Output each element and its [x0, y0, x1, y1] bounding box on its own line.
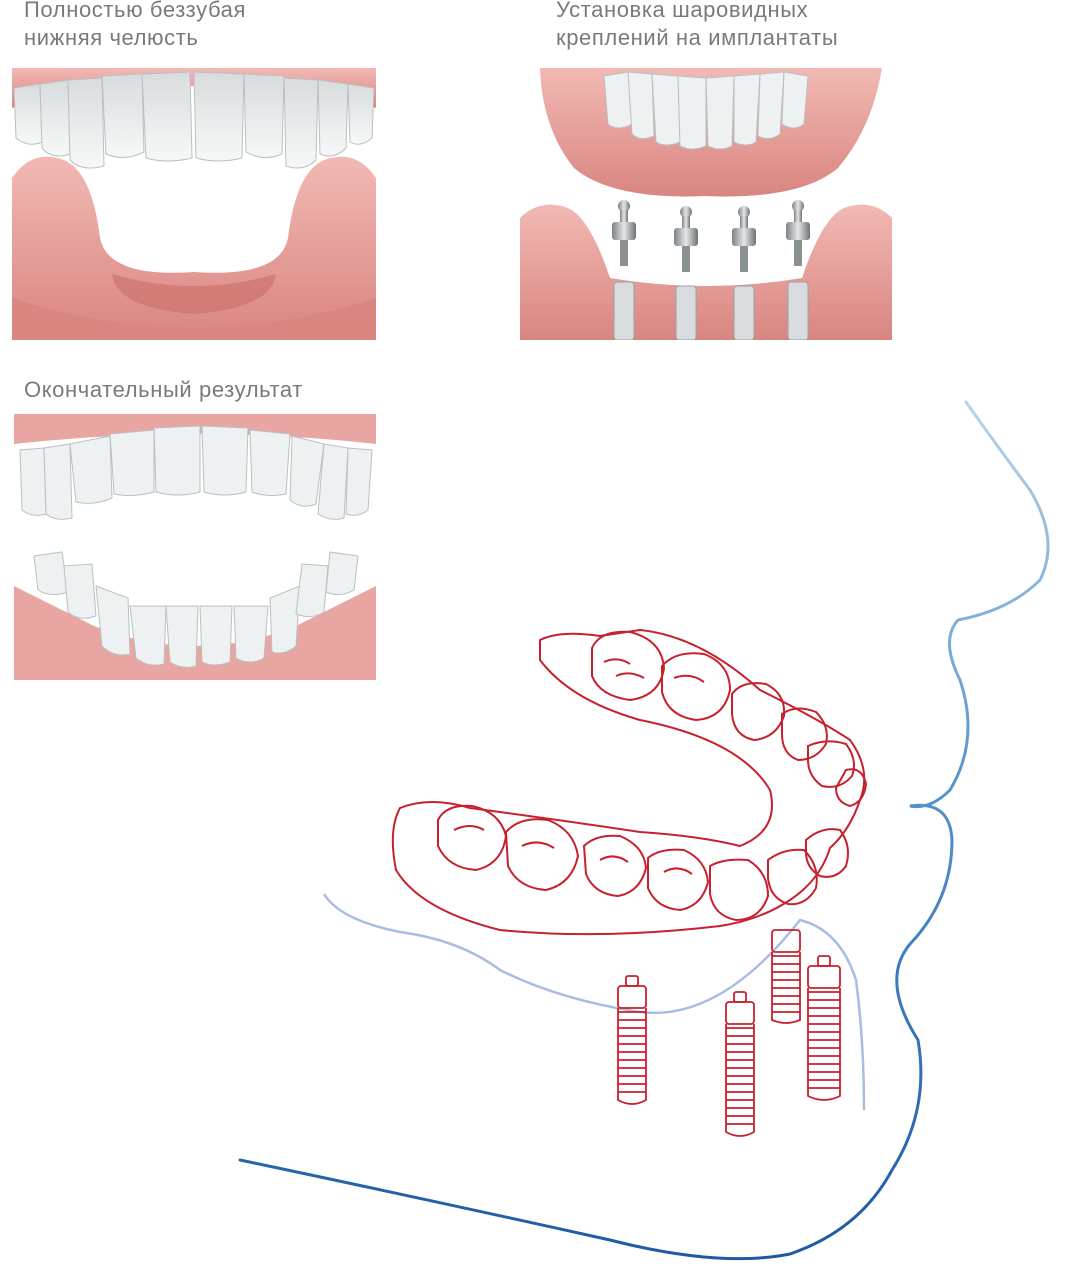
jaw-bone-line [322, 893, 866, 1111]
ball-attachments [612, 200, 810, 272]
image-final-result-lower [14, 546, 376, 680]
implants [613, 281, 809, 340]
caption-edentulous-jaw: Полностью беззубая нижняя челюсть [24, 0, 247, 50]
image-ball-attachments [520, 68, 892, 340]
image-final-result-upper [14, 414, 376, 520]
caption-final-result: Окончательный результат [24, 377, 303, 402]
caption-ball-attachments: Установка шаровидных креплений на имплан… [556, 0, 839, 50]
face-profile-line [238, 400, 1050, 1261]
illustration-profile-overdenture [230, 390, 1067, 1280]
image-edentulous-jaw [12, 68, 376, 340]
overdenture-outline [391, 628, 868, 936]
implant-sketches [617, 929, 841, 1137]
